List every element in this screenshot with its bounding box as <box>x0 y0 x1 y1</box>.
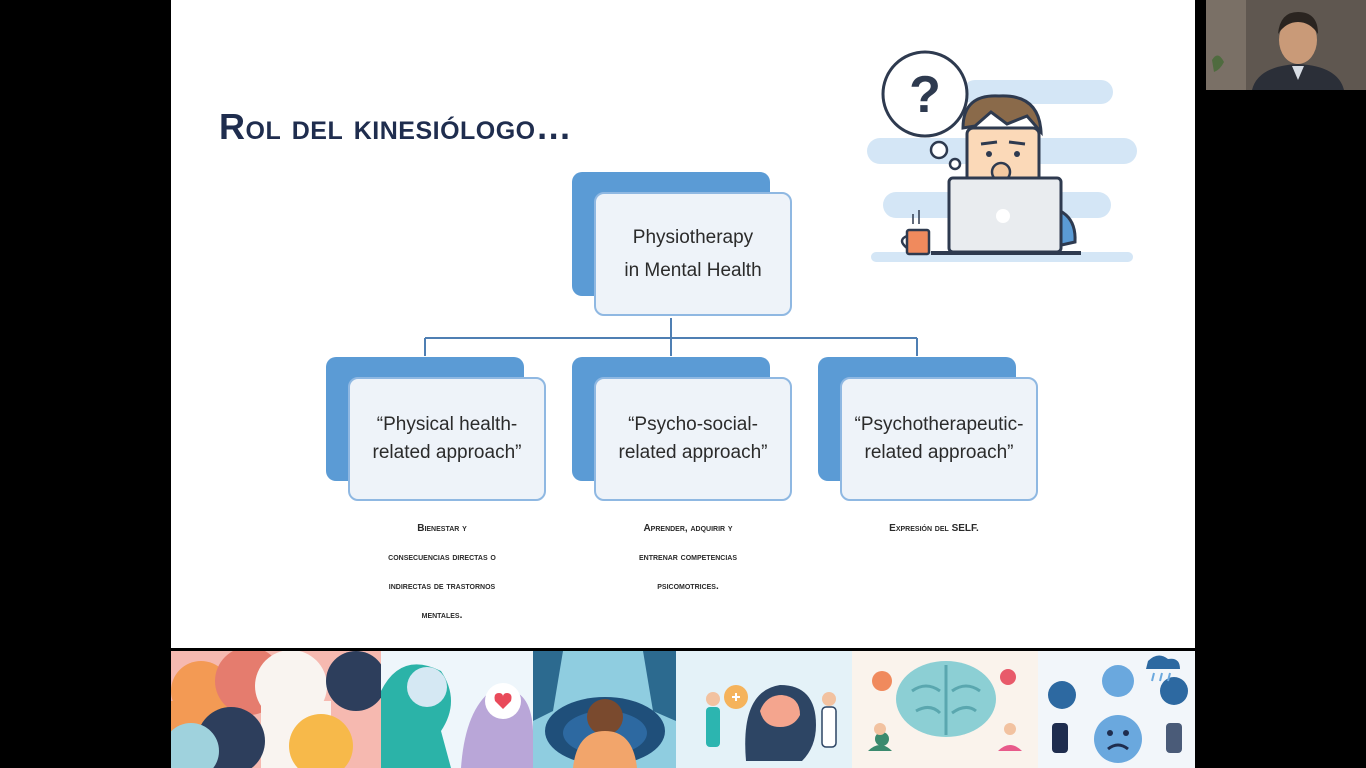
node-1-line2: related approach” <box>372 442 522 463</box>
desc-2-line1: Aprender, adquirir y <box>643 523 733 534</box>
webcam-thumbnail[interactable] <box>1206 0 1366 90</box>
slide-title: Rol del kinesiólogo… <box>219 106 573 147</box>
node-2-line1: “Psycho-social- <box>628 413 758 435</box>
desc-1-line1: Bienestar y <box>417 523 467 534</box>
people-silhouettes-icon <box>171 651 381 768</box>
node-front: “Physical health- related approach” <box>348 377 546 501</box>
brain-care-icon <box>676 651 852 768</box>
desc-3-line1: Expresión del SELF. <box>889 523 979 534</box>
desc-1-line3: indirectas de trastornos <box>388 581 496 592</box>
desc-1-line4: mentales. <box>421 610 463 621</box>
description-psycho-social: Aprender, adquirir y entrenar competenci… <box>568 514 808 601</box>
node-front: “Psychotherapeutic- related approach” <box>840 377 1038 501</box>
node-front: Physiotherapy in Mental Health <box>594 192 792 316</box>
desc-1-line2: consecuencias directas o <box>388 552 496 563</box>
thinking-person-illustration: ? <box>867 50 1137 262</box>
presentation-slide: Rol del kinesiólogo… ? <box>171 0 1195 648</box>
desc-2-line2: entrenar competencias <box>638 552 738 563</box>
decorative-image-strip <box>171 651 1195 768</box>
desc-2-line3: psicomotrices. <box>657 581 719 592</box>
laptop-icon <box>931 176 1081 255</box>
brain-meditation-icon <box>852 651 1038 768</box>
description-physical-health: Bienestar y consecuencias directas o ind… <box>322 514 562 630</box>
node-3-line2: related approach” <box>864 442 1014 463</box>
node-top-line2: in Mental Health <box>624 260 762 281</box>
node-top-line1: Physiotherapy <box>632 226 754 248</box>
depressed-person-icon <box>533 651 676 768</box>
description-psychotherapeutic: Expresión del SELF. <box>814 514 1054 543</box>
mind-heart-icon <box>381 651 533 768</box>
node-front: “Psycho-social- related approach” <box>594 377 792 501</box>
org-chart-connectors <box>424 318 918 356</box>
question-mark: ? <box>909 66 941 124</box>
node-1-line1: “Physical health- <box>376 413 518 435</box>
coffee-mug-icon <box>900 210 931 256</box>
node-2-line2: related approach” <box>618 442 768 463</box>
sad-faces-icon <box>1038 651 1195 768</box>
node-3-line1: “Psychotherapeutic- <box>854 413 1024 435</box>
thought-bubble-icon: ? <box>881 50 969 171</box>
presenter-video-icon <box>1206 0 1366 90</box>
